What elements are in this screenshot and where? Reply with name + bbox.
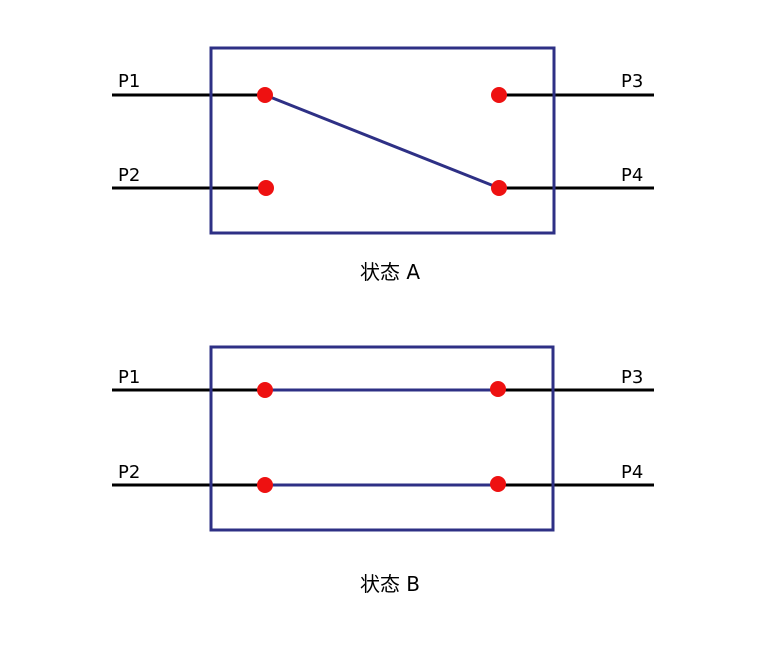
state-a-node-p1 (257, 87, 273, 103)
state-b-label-p3: P3 (621, 367, 643, 388)
state-b-node-p1 (257, 382, 273, 398)
state-b-node-p2 (257, 477, 273, 493)
state-a-node-p3 (491, 87, 507, 103)
state-b-panel: P1 P2 P3 P4 状态 B (112, 345, 654, 596)
state-a-panel: P1 P2 P3 P4 状态 A (112, 46, 654, 284)
state-b-label-p4: P4 (621, 462, 643, 483)
state-b-node-p3 (490, 381, 506, 397)
state-a-label-p3: P3 (621, 71, 643, 92)
state-a-label-p4: P4 (621, 165, 643, 186)
state-b-label-p2: P2 (118, 462, 140, 483)
state-a-switch-box (209, 46, 556, 235)
state-a-label-p2: P2 (118, 165, 140, 186)
state-a-label-p1: P1 (118, 71, 140, 92)
state-a-link-p1-p4 (264, 93, 500, 190)
state-a-node-p4 (491, 180, 507, 196)
state-b-node-p4 (490, 476, 506, 492)
state-a-node-p2 (258, 180, 274, 196)
state-a-caption: 状态 A (360, 260, 420, 284)
state-b-label-p1: P1 (118, 367, 140, 388)
state-b-switch-box (209, 345, 555, 532)
state-b-caption: 状态 B (360, 572, 420, 596)
